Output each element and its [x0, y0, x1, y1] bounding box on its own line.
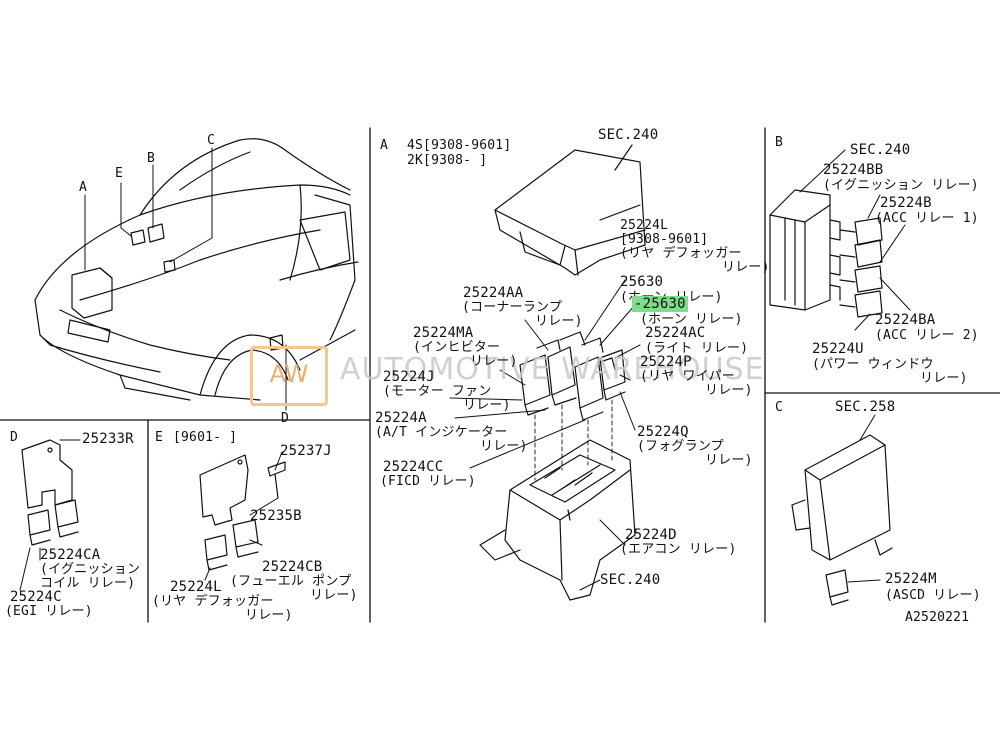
car-label-e: E: [115, 166, 124, 181]
label-25224P-name2: リレー): [705, 383, 753, 398]
highlighted-part-25630[interactable]: -25630: [632, 296, 688, 312]
label-25224MA: 25224MA: [413, 325, 474, 341]
ascd-unit: [791, 414, 893, 606]
panel-c-sec258: SEC.258: [835, 399, 896, 415]
label-25630-b: -25630: [632, 296, 688, 312]
label-25224CC-name: (FICD リレー): [380, 474, 476, 489]
relay-cluster: [519, 331, 626, 421]
panel-a-sec240-top: SEC.240: [598, 127, 659, 143]
label-25224L-e-name2: リレー): [245, 608, 293, 623]
watermark-logo: AW: [250, 346, 328, 406]
label-25224U-name: (パワー ウィンドウ: [812, 357, 934, 372]
label-25224CC: 25224CC: [383, 459, 444, 475]
label-25224MA-name2: リレー): [470, 354, 518, 369]
panel-a-spec2: 2K[9308- ]: [407, 153, 488, 168]
label-25224B-name: (ACC リレー 1): [875, 211, 979, 226]
relay-block-B: [769, 189, 883, 318]
panel-c-letter: C: [775, 400, 784, 415]
fuse-box-cover: [494, 144, 646, 276]
label-25224BA: 25224BA: [875, 312, 936, 328]
label-25224J-name: (モーター ファン: [383, 384, 492, 399]
label-25224D: 25224D: [625, 527, 677, 543]
label-25224J-name2: リレー): [463, 398, 511, 413]
panel-a-letter: A: [380, 138, 389, 153]
label-25224BB-name: (イグニッション リレー): [823, 178, 979, 193]
label-25224M-name: (ASCD リレー): [885, 588, 981, 603]
label-25224P-name: (リヤ ワイパー: [640, 369, 735, 384]
label-25224CA-name2: コイル リレー): [40, 576, 136, 591]
label-25630-a: 25630: [620, 274, 664, 290]
label-25224A: 25224A: [375, 410, 427, 426]
label-leaders-B: [799, 149, 911, 331]
panel-a-spec1: 4S[9308-9601]: [407, 138, 512, 153]
label-25224CB-name: (フューエル ポンプ: [230, 574, 352, 589]
label-25224CA: 25224CA: [40, 547, 101, 563]
label-25224L-e: 25224L: [170, 579, 222, 595]
watermark-text: AUTOMOTIVE WAREHOUSE: [340, 352, 765, 387]
figure-number: A2520221: [905, 610, 970, 625]
label-25237J: 25237J: [280, 443, 332, 459]
car-label-c: C: [207, 133, 216, 148]
label-25224Q: 25224Q: [637, 424, 689, 440]
label-leaders-A: [449, 279, 641, 591]
label-25224AC: 25224AC: [645, 325, 706, 341]
label-25224U-name2: リレー): [920, 371, 968, 386]
label-25224L-a-name1: (リヤ デフォッガー: [620, 246, 742, 261]
label-25224A-name: (A/T インジケーター: [375, 425, 508, 440]
label-25224D-name: (エアコン リレー): [620, 542, 737, 557]
label-25224L-a-date: [9308-9601]: [620, 232, 709, 247]
panel-e-date: [9601- ]: [173, 430, 238, 445]
car-label-a: A: [79, 180, 88, 195]
label-25224CB-name2: リレー): [310, 588, 358, 603]
label-25224M: 25224M: [885, 571, 937, 587]
label-25224AA-name: (コーナーランプ: [462, 300, 563, 315]
panel-b-sec240: SEC.240: [850, 142, 911, 158]
car-outline: [34, 138, 359, 401]
label-25224MA-name: (インヒビター: [413, 340, 501, 355]
label-25224B: 25224B: [880, 195, 932, 211]
label-25235B: 25235B: [250, 508, 302, 524]
panel-borders: [0, 127, 1000, 623]
label-25224AC-name: (ライト リレー): [645, 341, 749, 356]
label-25224P: 25224P: [640, 354, 692, 370]
label-25224L-a: 25224L: [620, 218, 669, 233]
fuse-block: [479, 439, 636, 601]
label-25233R: 25233R: [82, 431, 134, 447]
label-25224L-e-name: (リヤ デフォッガー: [152, 594, 274, 609]
car-leaders: [84, 147, 287, 411]
label-25224C-name: (EGI リレー): [5, 604, 93, 619]
panel-d-letter: D: [10, 430, 19, 445]
car-label-d: D: [281, 411, 290, 426]
car-label-b: B: [147, 151, 156, 166]
label-25224AA: 25224AA: [463, 285, 524, 301]
relay-leaders-A: [534, 399, 613, 481]
label-25224AA-name2: リレー): [535, 314, 583, 329]
label-25224Q-name: (フォグランプ: [637, 439, 724, 454]
label-25224BA-name: (ACC リレー 2): [875, 328, 979, 343]
label-25224CA-name: (イグニッション: [40, 562, 141, 577]
label-25224Q-name2: リレー): [705, 453, 753, 468]
label-25224U: 25224U: [812, 341, 864, 357]
bracket-E: [199, 451, 286, 581]
panel-a-sec240-bottom: SEC.240: [600, 572, 661, 588]
label-25630-b-name: (ホーン リレー): [640, 312, 743, 327]
label-25224A-name2: リレー): [480, 439, 528, 454]
label-25224BB: 25224BB: [823, 162, 884, 178]
panel-b-letter: B: [775, 135, 784, 150]
bracket-D: [19, 439, 81, 591]
label-25224L-a-name2: リレー): [722, 260, 770, 275]
panel-e-letter: E: [155, 430, 164, 445]
label-25224C: 25224C: [10, 589, 62, 605]
label-25224CB: 25224CB: [262, 559, 323, 575]
label-25224J: 25224J: [383, 369, 435, 385]
